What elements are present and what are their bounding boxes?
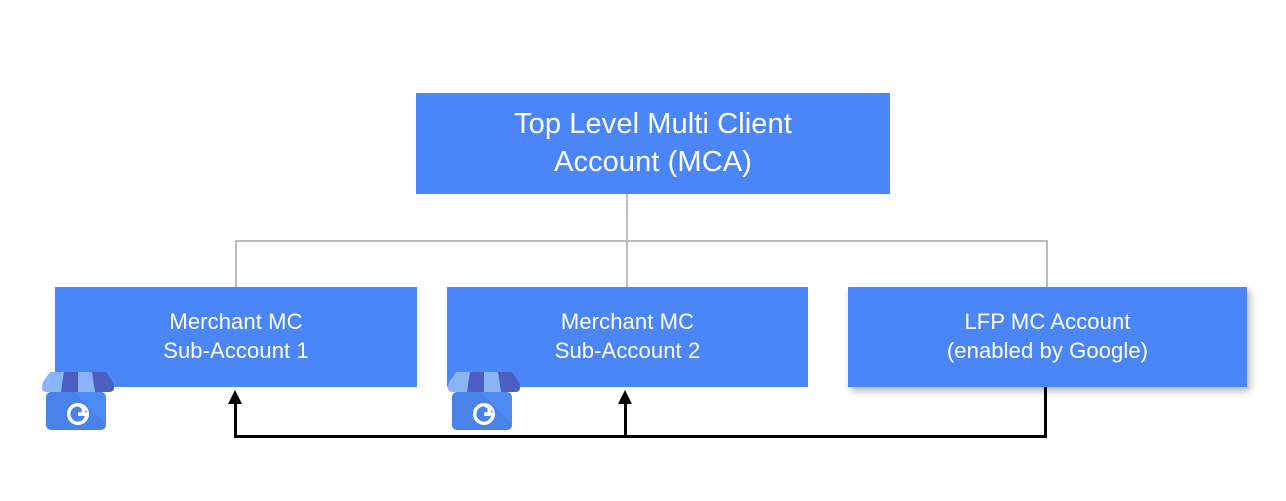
node-merchant-sub-account-1-label: Merchant MC Sub-Account 1 [163,309,309,363]
connector-stem-from-root [626,194,628,242]
flow-line-horizontal [234,435,1047,438]
connector-drop-to-sub-account-1 [235,240,237,288]
node-lfp-mc-account[interactable]: LFP MC Account (enabled by Google) [848,287,1247,387]
connector-drop-to-lfp-account [1046,240,1048,288]
google-my-business-icon [446,366,522,430]
node-merchant-sub-account-2[interactable]: Merchant MC Sub-Account 2 [447,287,808,387]
connector-horizontal-bus [235,240,1048,242]
arrowhead-into-sub-account-1 [228,390,242,404]
node-merchant-sub-account-2-label: Merchant MC Sub-Account 2 [554,309,701,363]
flow-line-up-to-sub-account-1 [234,400,237,437]
flow-line-up-to-sub-account-2 [624,400,627,437]
node-lfp-mc-account-label: LFP MC Account (enabled by Google) [946,309,1149,363]
node-top-level-mca-label: Top Level Multi Client Account (MCA) [514,107,792,178]
arrowhead-into-sub-account-2 [618,390,632,404]
node-merchant-sub-account-1[interactable]: Merchant MC Sub-Account 1 [55,287,417,387]
node-top-level-mca[interactable]: Top Level Multi Client Account (MCA) [416,93,890,194]
connector-drop-to-sub-account-2 [626,240,628,288]
flow-line-lfp-down [1044,387,1047,437]
google-my-business-icon [40,366,116,430]
